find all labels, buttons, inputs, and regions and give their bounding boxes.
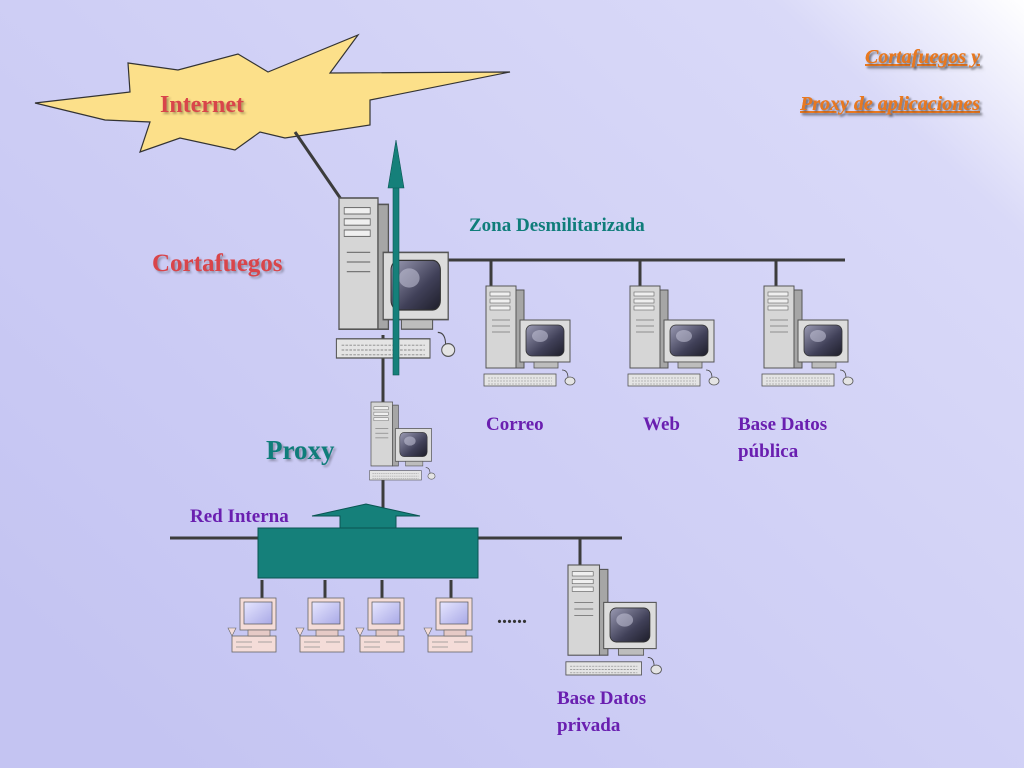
network-links	[170, 131, 845, 600]
public-db-label-line2: pública	[738, 441, 799, 462]
private-db-label-line2: privada	[557, 715, 621, 736]
proxy-label: Proxy	[266, 435, 335, 465]
dmz-label: Zona Desmilitarizada	[469, 215, 645, 236]
internet-cloud-icon	[34, 33, 511, 153]
slide-title-line1: Cortafuegos y	[865, 46, 980, 68]
internal-network-block	[257, 503, 479, 579]
private-db-label-line1: Base Datos	[557, 688, 646, 709]
mail-label: Correo	[486, 414, 544, 435]
internet-label: Internet	[160, 92, 244, 118]
ellipsis-label: ......	[497, 606, 527, 628]
upward-arrow-icon	[387, 139, 405, 376]
firewall-label: Cortafuegos	[152, 250, 283, 277]
public-db-label-line1: Base Datos	[738, 414, 827, 435]
slide-title-line2: Proxy de aplicaciones	[799, 93, 980, 115]
web-label: Web	[643, 414, 680, 435]
internal-network-label: Red Interna	[190, 506, 289, 527]
